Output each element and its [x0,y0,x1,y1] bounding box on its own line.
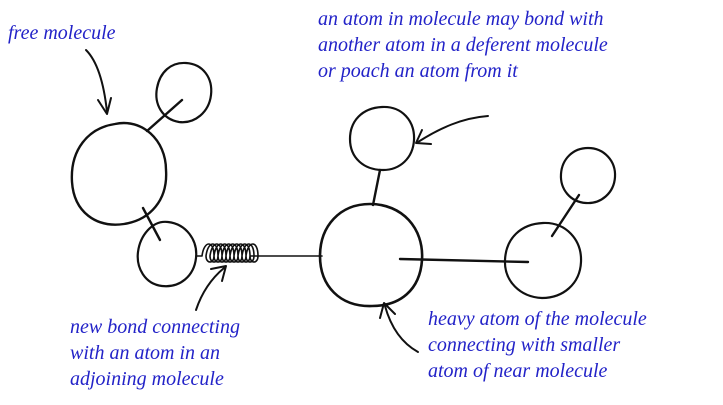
heavy-atom-arrowhead [379,302,396,319]
heavy-atom-label: heavy atom of the molecule connecting wi… [428,308,647,382]
near-molecule-atom [503,221,583,300]
new-bond-arrowhead [210,265,227,282]
free-molecule-arrowhead [97,97,112,115]
new-bond-spring [195,243,323,263]
free-molecule-label: free molecule [8,22,116,44]
free-molecule-lower-atom [136,220,198,288]
heavy-atom-arrow [384,305,419,353]
poach-arrow [417,115,489,143]
near-molecule-bond [550,193,581,238]
poach-arrowhead [415,129,432,145]
poach-atom-label: an atom in molecule may bond with anothe… [318,8,608,82]
central-molecule-bond-top [371,168,382,207]
free-molecule-arrow [85,49,108,113]
new-bond-label: new bond connecting with an atom in an a… [70,316,240,390]
new-bond-arrow [195,267,225,311]
heavy-atom [318,202,424,308]
free-molecule-bond-lower [141,206,162,242]
free-molecule-large-atom [70,121,168,226]
heavy-atom-bond-right [398,257,530,264]
free-molecule-top-atom [155,61,213,124]
near-molecule-top-atom [559,146,617,205]
central-molecule-top-atom [348,105,416,172]
free-molecule-bond-top [145,98,184,133]
